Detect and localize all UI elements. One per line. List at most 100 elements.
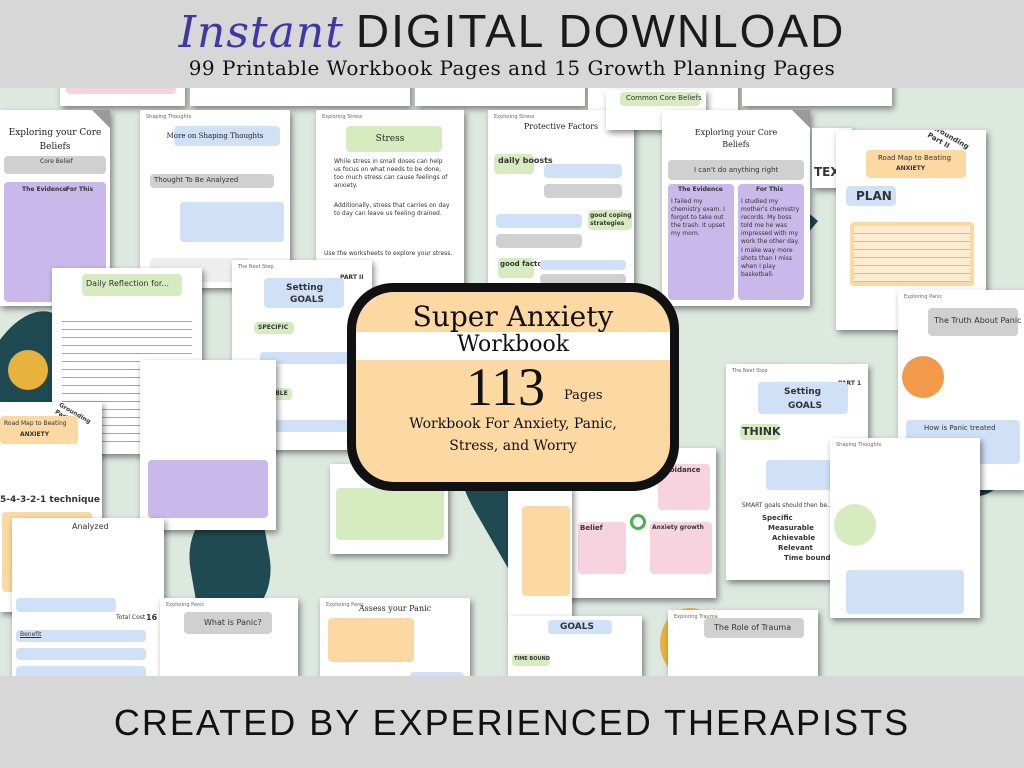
page-title: Assess your Panic [358, 604, 432, 613]
page-title-2: GOALS [290, 295, 324, 305]
shaping-thoughts-page: Shaping Thoughts More on Shaping Thought… [140, 110, 290, 288]
title-box [346, 126, 442, 152]
highlight-box [336, 488, 444, 540]
specific-label: SPECIFIC [258, 324, 289, 331]
page-title: Common Core Beliefs [626, 94, 702, 102]
thought-label: Thought To Be Analyzed [154, 176, 239, 184]
role-of-trauma-page: Exploring Trauma The Role of Trauma [668, 610, 818, 676]
thought-box [150, 174, 274, 188]
field-box [260, 420, 364, 432]
page-title: Protective Factors [523, 122, 599, 131]
smart-measurable: Measurable [768, 524, 814, 532]
good-factors-box [498, 258, 534, 278]
page-tag: Exploring Panic [166, 602, 205, 608]
workbook-page [415, 88, 585, 106]
page-title: Analyzed [72, 522, 109, 531]
instant-word: Instant [178, 7, 344, 58]
page-corner [792, 110, 810, 128]
pages-label: Pages [564, 388, 603, 403]
field-box [846, 570, 964, 614]
page-title: Exploring your Core [694, 128, 778, 137]
coping-box [588, 210, 632, 230]
title-box [866, 150, 966, 178]
core-belief-box [4, 156, 106, 174]
time-bound-box [512, 654, 550, 666]
page-title: Setting [286, 283, 324, 293]
field-box [496, 214, 582, 228]
assess-panic-page: Exploring Panic Assess your Panic [320, 598, 470, 676]
for-this-text: I studied my mother's chemistry records.… [741, 198, 800, 278]
smart-specific: Specific [762, 514, 793, 522]
smart-relevant: Relevant [778, 544, 813, 552]
good-factors-label: good factors [500, 260, 550, 268]
what-is-panic-page: Exploring Panic What is Panic? [160, 598, 298, 676]
page-tag: Exploring Panic [904, 294, 943, 300]
workbook-page [140, 360, 276, 530]
highlight-box [148, 460, 268, 518]
evidence-text: I failed my chemistry exam. I forgot to … [671, 198, 725, 238]
avoidance-label: Avoidance [660, 466, 701, 474]
page-title: More on Shaping Thoughts [166, 132, 264, 140]
evidence-box [668, 184, 734, 300]
workbook-page [508, 486, 572, 616]
title-box [928, 308, 1018, 336]
thinking-page: Shaping Thoughts [830, 438, 980, 618]
growth-box [650, 522, 712, 574]
page-count: 113 [466, 357, 545, 417]
smart-achievable: Achievable [772, 534, 816, 542]
smart-label: SMART goals should then be... [742, 502, 833, 509]
page-title: Road Map to Beating [4, 420, 67, 427]
growth-label: Anxiety growth [652, 524, 704, 531]
field-box [410, 672, 464, 676]
page-title: Stress [375, 134, 405, 144]
treated-label: How is Panic treated [924, 424, 996, 432]
badge-band [356, 332, 670, 360]
page-title: The Role of Trauma [714, 623, 792, 632]
workbook-collage: Exploring your Core Beliefs Core Belief … [0, 88, 1024, 676]
title-box [758, 382, 848, 414]
daily-boost-box [494, 154, 534, 174]
field-box [544, 184, 622, 198]
page-subtitle: ANXIETY [896, 165, 926, 172]
page-title: Road Map to Beating [878, 154, 952, 162]
part-label: PART 1 [838, 380, 862, 387]
technique-label: 5-4-3-2-1 technique [0, 495, 100, 505]
decorative-circle [902, 356, 944, 398]
workbook-page [742, 88, 892, 106]
highlight-box [66, 88, 176, 94]
field-box [16, 630, 146, 642]
body-text: Use the worksheets to explore your stres… [324, 250, 453, 257]
for-this-box [738, 184, 804, 300]
title-box [0, 416, 78, 444]
body-text: While stress in small doses can help us … [334, 158, 448, 190]
belief-text: I can't do anything right [694, 166, 779, 174]
total-label: Total Cost [116, 614, 146, 621]
answer-box [180, 202, 284, 242]
badge-band [356, 292, 670, 332]
field-box [16, 598, 116, 612]
part-label: PART II [340, 274, 364, 281]
plan-box [846, 186, 896, 206]
belief-box [668, 160, 804, 180]
page-title: Setting [784, 387, 822, 397]
for-this-label: For This [756, 186, 784, 193]
field-box [540, 260, 626, 270]
total-value: 16 [146, 613, 158, 622]
field-box [540, 274, 626, 284]
title-box [82, 274, 182, 296]
page-tag: Shaping Thoughts [836, 442, 882, 448]
badge-inner: Super Anxiety Workbook 113 Pages Workboo… [356, 292, 670, 482]
analyzed-page: Analyzed Total Cost 16 Benefit [12, 518, 164, 676]
badge-description: Workbook For Anxiety, Panic, Stress, and… [356, 414, 670, 457]
time-bound-label: TIME BOUND [514, 656, 550, 662]
page-title-2: Beliefs [722, 140, 750, 149]
workbook-page [60, 88, 185, 106]
belief-label: Belief [580, 524, 603, 532]
page-tag: Exploring Stress [494, 114, 535, 120]
protective-factors-page: Exploring Stress Protective Factors dail… [488, 110, 634, 288]
workbook-badge: Super Anxiety Workbook 113 Pages Workboo… [347, 283, 679, 491]
think-box [740, 424, 780, 440]
footer-tagline: CREATED BY EXPERIENCED THERAPISTS [113, 702, 911, 743]
evidence-label: The Evidence [22, 186, 67, 193]
